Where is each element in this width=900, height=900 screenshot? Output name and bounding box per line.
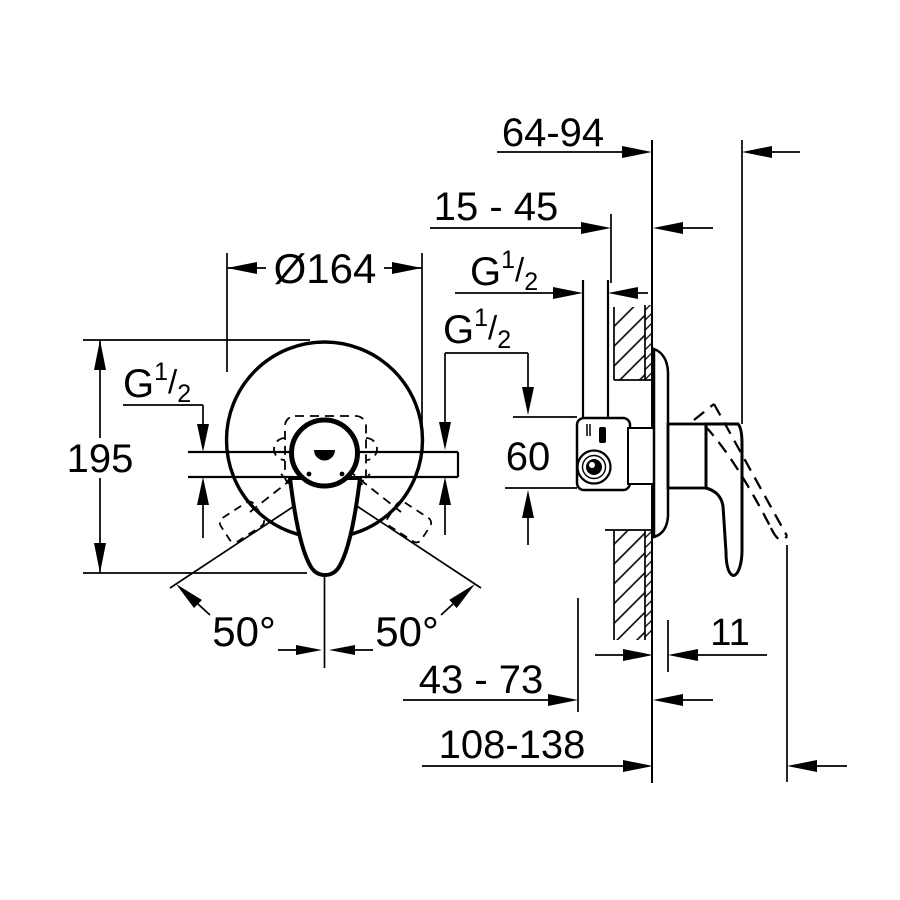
- dimension-port-spacing: 60: [505, 416, 577, 489]
- front-view: [169, 340, 482, 668]
- supply-pipe: [581, 280, 610, 418]
- lever-handle-side: [666, 403, 789, 578]
- inlet-port-ring: [581, 454, 607, 480]
- valve-stop-screw: [599, 427, 606, 443]
- swing-angle-right-label: 50°: [375, 608, 439, 655]
- lever-handle-front: [287, 417, 363, 578]
- wall-finish-hatch-upper: [645, 305, 652, 380]
- dimension-recess-depth: 15 - 45: [430, 185, 713, 283]
- dimension-body-depth: 43 - 73: [403, 598, 713, 712]
- dimension-thread-front: G1/2: [123, 358, 209, 538]
- total-projection-label: 108-138: [439, 723, 586, 767]
- knob-dot-right: [339, 471, 345, 477]
- dimension-plate-thickness: 11: [595, 612, 767, 672]
- dimension-thread-pipe: G1/2: [455, 246, 648, 299]
- valve-neck: [627, 427, 655, 485]
- valve-detail-lines: [586, 424, 591, 436]
- pipe-axis-lines: [188, 450, 460, 479]
- recess-depth-label: 15 - 45: [434, 185, 559, 229]
- thread-label-ports: G1/2: [443, 304, 511, 354]
- dimension-swing-angles: 50° 50°: [176, 584, 475, 655]
- tilted-lever-edges-dashed: [249, 469, 402, 513]
- wall-hatch-upper: [614, 307, 645, 380]
- dimension-diameter: Ø164: [226, 245, 423, 430]
- dimension-projection: 64-94: [497, 111, 800, 424]
- valve-body: [575, 416, 655, 492]
- dimension-total-projection: 108-138: [422, 545, 847, 782]
- body-depth-label: 43 - 73: [419, 658, 544, 702]
- projection-label: 64-94: [502, 111, 604, 155]
- wall-edges: [605, 305, 652, 640]
- wall-hatch-lower: [614, 530, 645, 640]
- thread-label-pipe: G1/2: [470, 246, 538, 296]
- thread-label-front: G1/2: [123, 358, 191, 408]
- height-label: 195: [67, 437, 134, 481]
- side-view: [575, 140, 789, 783]
- knob-mark: [314, 450, 335, 461]
- lever-raised-position-dashed: [693, 403, 789, 542]
- dimension-height: 195: [67, 339, 310, 574]
- wall-finish-hatch-lower: [645, 530, 652, 640]
- handle-hub-side: [666, 422, 708, 490]
- dimensions: Ø164 195 G1/2 G1/2 60: [67, 111, 847, 782]
- dimension-thread-ports: G1/2: [439, 304, 534, 545]
- wall-section: [605, 140, 653, 783]
- swing-angle-left-label: 50°: [212, 608, 276, 655]
- port-spacing-label: 60: [506, 435, 551, 479]
- escutcheon-plate: [652, 347, 670, 539]
- lever-tip-left-dashed: [219, 500, 265, 544]
- diameter-label: Ø164: [274, 245, 377, 292]
- knob-dot-left: [306, 471, 312, 477]
- inlet-port-highlight: [589, 462, 595, 468]
- lever-tip-right-dashed: [386, 500, 432, 544]
- plate-thickness-label: 11: [710, 612, 749, 654]
- lever-arm-front: [287, 476, 363, 578]
